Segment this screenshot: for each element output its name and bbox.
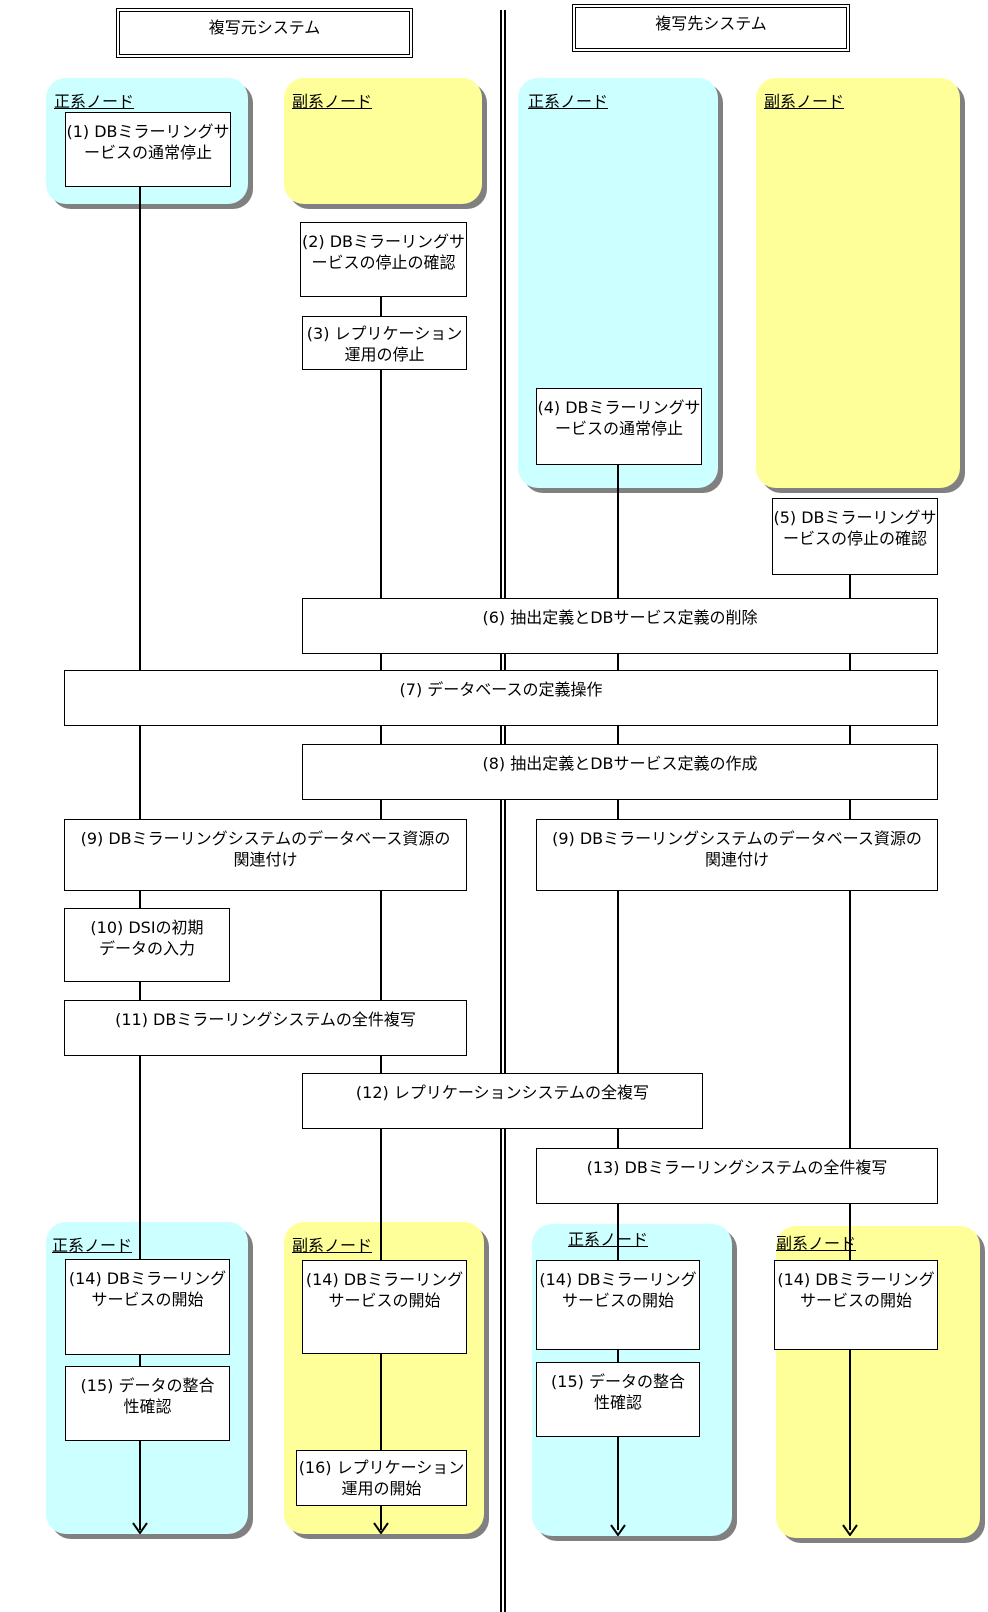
step-14-target-secondary: (14) DBミラーリングサービスの開始 <box>774 1260 938 1350</box>
system-divider <box>500 10 506 1612</box>
step-15-target: (15) データの整合性確認 <box>536 1362 700 1437</box>
step-16: (16) レプリケーション運用の開始 <box>296 1450 467 1506</box>
step-14-source-primary: (14) DBミラーリングサービスの開始 <box>65 1259 230 1355</box>
flow-line-source-secondary <box>380 296 382 1530</box>
node-label: 副系ノード <box>764 92 845 111</box>
step-9-source: (9) DBミラーリングシステムのデータベース資源の関連付け <box>64 819 467 891</box>
node-label: 正系ノード <box>568 1230 649 1249</box>
step-4: (4) DBミラーリングサービスの通常停止 <box>536 388 702 465</box>
arrow-down-icon <box>842 1524 858 1536</box>
node-label: 正系ノード <box>528 92 609 111</box>
step-15-source: (15) データの整合性確認 <box>65 1366 230 1441</box>
step-14-target-primary: (14) DBミラーリングサービスの開始 <box>536 1260 700 1350</box>
step-9-target: (9) DBミラーリングシステムのデータベース資源の関連付け <box>536 819 938 891</box>
step-7: (7) データベースの定義操作 <box>64 670 938 726</box>
node-label: 正系ノード <box>54 92 135 111</box>
flow-line-target-primary <box>617 464 619 1530</box>
target-secondary-node-top: 副系ノード <box>756 78 960 488</box>
step-6: (6) 抽出定義とDBサービス定義の削除 <box>302 598 938 654</box>
step-5: (5) DBミラーリングサービスの停止の確認 <box>772 498 938 575</box>
arrow-down-icon <box>610 1524 626 1536</box>
step-13: (13) DBミラーリングシステムの全件複写 <box>536 1148 938 1204</box>
node-label: 副系ノード <box>292 1236 373 1255</box>
step-12: (12) レプリケーションシステムの全複写 <box>302 1073 703 1129</box>
step-10: (10) DSIの初期データの入力 <box>64 908 230 982</box>
arrow-down-icon <box>132 1522 148 1534</box>
step-14-source-secondary: (14) DBミラーリングサービスの開始 <box>302 1260 467 1354</box>
step-11: (11) DBミラーリングシステムの全件複写 <box>64 1000 467 1056</box>
step-2: (2) DBミラーリングサービスの停止の確認 <box>300 222 467 297</box>
node-label: 副系ノード <box>292 92 373 111</box>
source-system-header: 複写元システム <box>116 8 413 58</box>
step-8: (8) 抽出定義とDBサービス定義の作成 <box>302 744 938 800</box>
node-label: 副系ノード <box>776 1234 857 1253</box>
node-label: 正系ノード <box>52 1236 133 1255</box>
arrow-down-icon <box>373 1522 389 1534</box>
target-system-header: 複写先システム <box>572 4 850 52</box>
step-3: (3) レプリケーション運用の停止 <box>302 316 467 370</box>
flow-line-target-secondary <box>849 574 851 1530</box>
step-1: (1) DBミラーリングサービスの通常停止 <box>65 112 231 187</box>
source-secondary-node-top: 副系ノード <box>284 78 482 204</box>
